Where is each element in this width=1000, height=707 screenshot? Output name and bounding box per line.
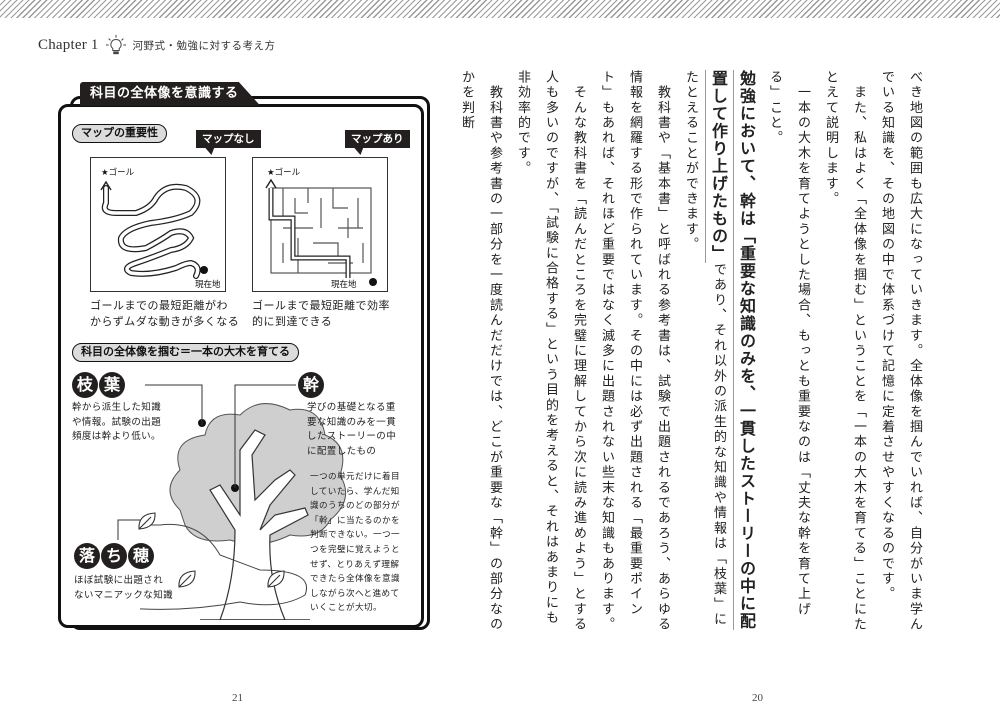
- lightbulb-icon: [105, 34, 126, 55]
- badge-branches-leaves: 枝 葉: [72, 372, 125, 398]
- badge-fallen-ears: 落 ち 穂: [74, 543, 154, 569]
- leaf-icon: [178, 570, 196, 588]
- current-location-label: 現在地: [195, 280, 221, 290]
- leaf-icon: [138, 512, 156, 530]
- connector-lines: [117, 384, 296, 540]
- section-pill-map-importance: マップの重要性: [72, 124, 167, 143]
- chapter-label: Chapter 1: [38, 36, 99, 53]
- maze-illustration: [265, 178, 377, 286]
- tree-illustration: [140, 403, 347, 620]
- goal-label: ★ゴール: [267, 168, 301, 178]
- callout-with-map: マップあり: [345, 130, 410, 148]
- running-header: Chapter 1 河野式・勉強に対する考え方: [38, 34, 276, 56]
- winding-path-illustration: [100, 180, 208, 279]
- body-text: べき地図の範囲も広大になっていきます。全体像を掴んでいれば、自分がいま学んでいる…: [459, 70, 928, 640]
- map-without-diagram: ★ゴール 現在地: [90, 157, 226, 292]
- emphasis-paragraph: 勉強において、幹は「重要な知識のみを、一貫したストーリーの中に配置して作り上げた…: [683, 70, 756, 630]
- card-title-tab: 科目の全体像を意識する: [80, 82, 261, 106]
- map-with-diagram: ★ゴール 現在地: [252, 157, 388, 292]
- badge-trunk: 幹: [298, 372, 324, 398]
- paragraph: 教科書や「基本書」と呼ばれる参考書は、試験で出題されるであろう、あらゆる情報を網…: [599, 70, 670, 633]
- page-number-right: 20: [752, 692, 763, 704]
- chapter-title: 河野式・勉強に対する考え方: [132, 39, 276, 52]
- paragraph: べき地図の範囲も広大になっていきます。全体像を掴んでいれば、自分がいま学んでいる…: [879, 70, 922, 633]
- map-without-caption: ゴールまでの最短距離がわ からずムダな動きが多くなる: [90, 299, 240, 328]
- paragraph: そんな教科書を「読んだところを完璧に理解してから次に読み進めよう」とする人も多い…: [515, 70, 586, 633]
- tree-note: 一つの単元だけに着目 していたら、学んだ知 識のうちのどの部分が 「幹」に当たる…: [310, 472, 400, 614]
- paragraph: 一本の大木を育てようとした場合、もっとも重要なのは「丈夫な幹を育て上げる」こと。: [767, 70, 810, 618]
- page-number-left: 21: [232, 692, 243, 704]
- paragraph: 教科書や参考書の一部分を一度読んだだけでは、どこが重要な「幹」の部分なのかを判断: [459, 70, 502, 633]
- map-with-caption: ゴールまで最短距離で効率 的に到達できる: [252, 299, 390, 328]
- emphasis-text: 勉強において、幹は「重要な知識のみを、一貫したストーリーの中に配置して作り上げた…: [705, 70, 756, 630]
- header-hatch-band: [0, 0, 1000, 18]
- section-pill-big-tree: 科目の全体像を掴む＝一本の大木を育てる: [72, 343, 299, 362]
- leaf-icon: [267, 570, 285, 588]
- fallen-ears-description: ほぼ試験に出題され ないマニアックな知識: [74, 575, 174, 601]
- branches-description: 幹から派生した知識 や情報。試験の出題 頻度は幹より低い。: [72, 402, 162, 442]
- trunk-description: 学びの基礎となる重 要な知識のみを一貫 したストーリーの中 に配置したもの: [307, 402, 397, 457]
- goal-label: ★ゴール: [101, 168, 135, 178]
- callout-no-map: マップなし: [196, 130, 261, 148]
- current-location-label: 現在地: [331, 280, 357, 290]
- paragraph: また、私はよく「全体像を掴む」ということを「一本の大木を育てる」ことにたとえて説…: [823, 70, 866, 633]
